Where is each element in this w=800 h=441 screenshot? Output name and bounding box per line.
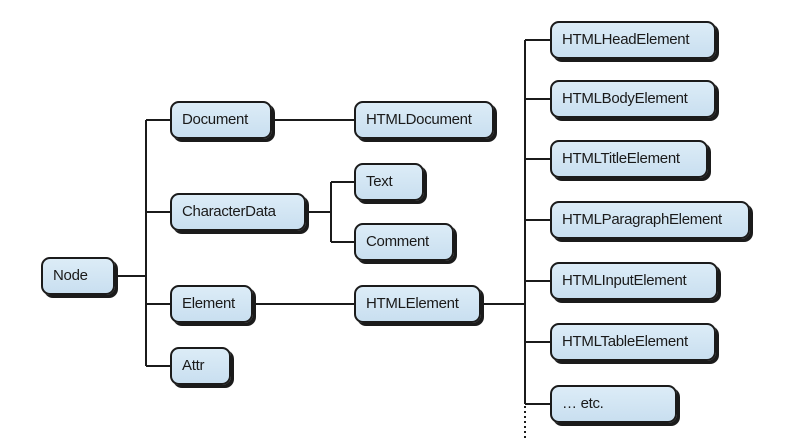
node-document: Document xyxy=(170,101,272,139)
node-character-data: CharacterData xyxy=(170,193,306,231)
node-html-paragraph-element: HTMLParagraphElement xyxy=(550,201,750,239)
node-html-table-element: HTMLTableElement xyxy=(550,323,716,361)
node-etc: … etc. xyxy=(550,385,677,423)
node-html-head-element: HTMLHeadElement xyxy=(550,21,716,59)
node-html-element: HTMLElement xyxy=(354,285,481,323)
node-html-title-element: HTMLTitleElement xyxy=(550,140,708,178)
node-element: Element xyxy=(170,285,253,323)
node-comment: Comment xyxy=(354,223,454,261)
node-text: Text xyxy=(354,163,424,201)
node-html-document: HTMLDocument xyxy=(354,101,494,139)
node-html-body-element: HTMLBodyElement xyxy=(550,80,716,118)
node-html-input-element: HTMLInputElement xyxy=(550,262,718,300)
node-attr: Attr xyxy=(170,347,231,385)
node-node: Node xyxy=(41,257,115,295)
